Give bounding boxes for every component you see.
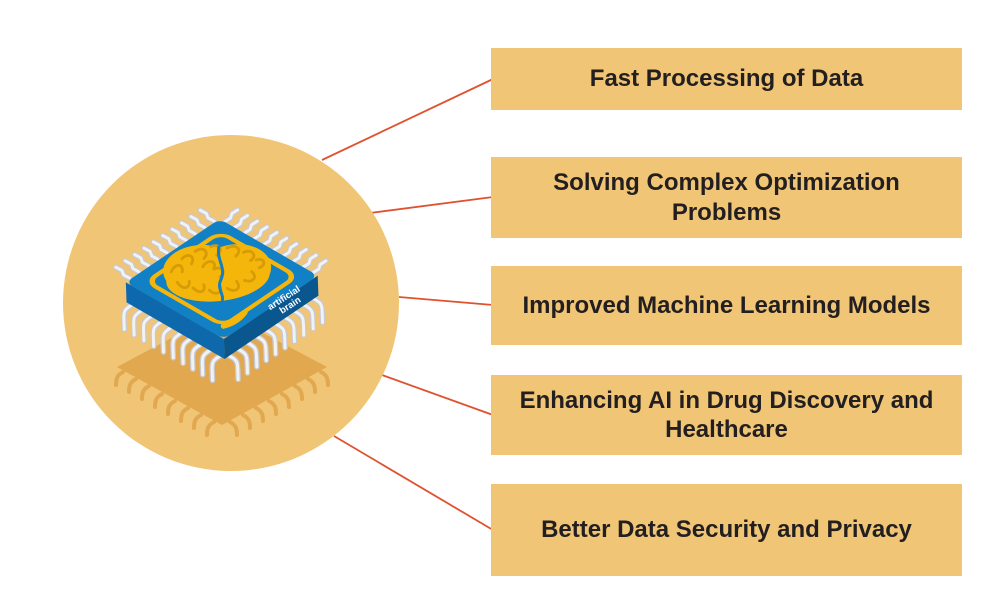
benefit-label: Solving Complex Optimization Problems [553, 169, 900, 226]
benefit-box-drug-discovery: Enhancing AI in Drug Discovery and Healt… [491, 375, 962, 455]
connector-line-1 [321, 78, 494, 161]
connector-line-2 [369, 196, 494, 214]
benefit-label: Better Data Security and Privacy [541, 516, 912, 544]
brain-icon [163, 244, 272, 302]
benefit-label: Improved Machine Learning Models [522, 291, 931, 319]
artificial-brain-chip-illustration: artificial brain [63, 135, 330, 437]
chip: artificial brain [114, 206, 330, 384]
connector-line-5 [333, 435, 494, 531]
benefit-box-data-security: Better Data Security and Privacy [491, 484, 962, 576]
benefit-label: Fast Processing of Data [589, 65, 864, 93]
benefit-box-fast-processing: Fast Processing of Data [491, 48, 962, 110]
benefit-box-optimization: Solving Complex Optimization Problems [491, 157, 962, 238]
chip-side-right [223, 275, 319, 359]
benefit-label: Enhancing AI in Drug Discovery and Healt… [519, 386, 934, 443]
chip-side-left [125, 282, 225, 359]
connector-line-3 [398, 296, 494, 306]
brain-hemisphere-split [216, 245, 225, 302]
chip-trace-hook [220, 309, 248, 329]
connector-line-4 [381, 374, 494, 416]
central-circle: artificial brain [63, 135, 399, 471]
benefit-box-machine-learning: Improved Machine Learning Models [491, 266, 962, 345]
